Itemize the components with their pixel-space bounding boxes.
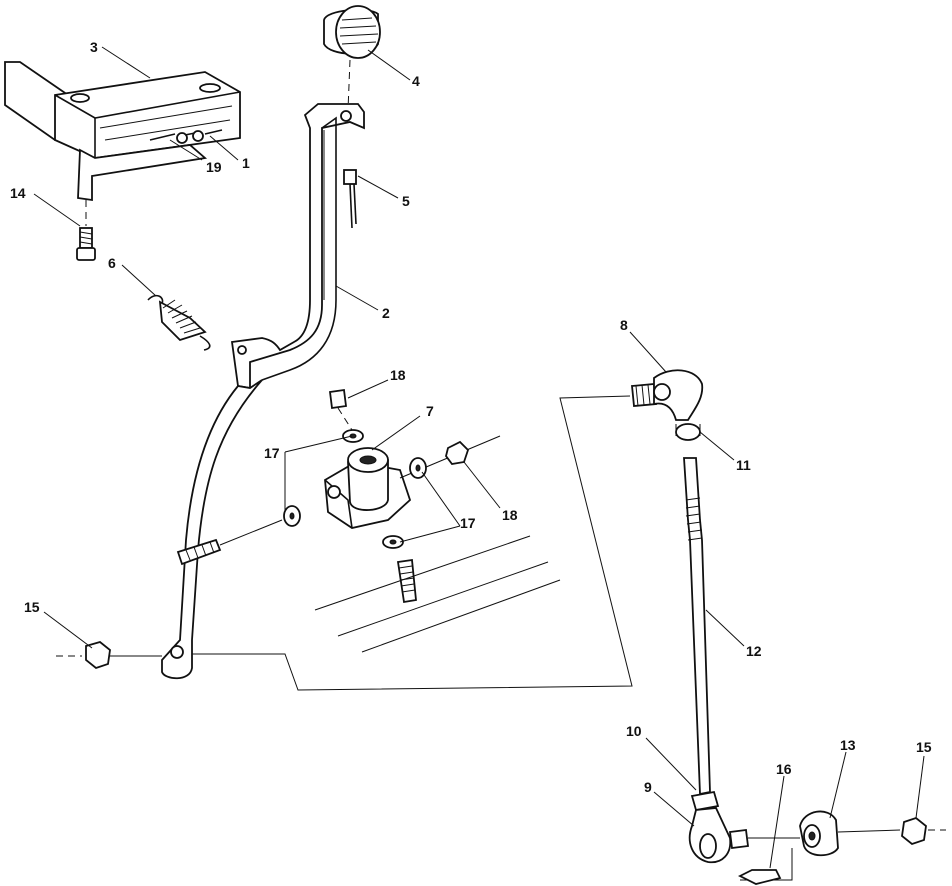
callout-2: 2 [382, 305, 390, 321]
callout-7: 7 [426, 403, 434, 419]
stud-under-pivot [396, 558, 417, 604]
callout-17-right: 17 [460, 515, 476, 531]
callout-labels: 3 4 19 1 14 5 6 2 8 18 7 17 11 18 17 15 … [10, 39, 932, 795]
balljoint-part-8 [631, 369, 704, 441]
pin-part-5 [343, 169, 357, 229]
callout-18-top: 18 [390, 367, 406, 383]
callout-6: 6 [108, 255, 116, 271]
bracket-part-13 [799, 810, 901, 857]
spring-part-6 [147, 294, 211, 351]
callout-1: 1 [242, 155, 250, 171]
leader-lines [33, 46, 925, 869]
callout-17-left: 17 [264, 445, 280, 461]
nut-part-15-left [56, 395, 633, 691]
callout-14: 14 [10, 185, 26, 201]
bolt-part-14 [76, 200, 96, 261]
balljoint-part-9 [688, 790, 800, 864]
callout-16: 16 [776, 761, 792, 777]
knob-part-4 [323, 5, 381, 111]
callout-4: 4 [412, 73, 420, 89]
pivot-block-part-7 [324, 435, 501, 529]
callout-15-left: 15 [24, 599, 40, 615]
clip-part-16 [737, 848, 793, 885]
callout-13: 13 [840, 737, 856, 753]
nut-part-15-right [901, 816, 946, 846]
tierod-part-12 [683, 457, 711, 796]
frame-rails [314, 535, 561, 653]
callout-15-right: 15 [916, 739, 932, 755]
callout-19: 19 [206, 159, 222, 175]
callout-5: 5 [402, 193, 410, 209]
fasteners-pivot [283, 388, 470, 549]
callout-3: 3 [90, 39, 98, 55]
bolt-into-lever [176, 519, 283, 566]
callout-18-right: 18 [502, 507, 518, 523]
lever-part-2 [161, 103, 365, 680]
callout-12: 12 [746, 643, 762, 659]
callout-9: 9 [644, 779, 652, 795]
callout-10: 10 [626, 723, 642, 739]
callout-11: 11 [736, 457, 751, 473]
callout-8: 8 [620, 317, 628, 333]
bracket-part-3 [4, 61, 241, 202]
